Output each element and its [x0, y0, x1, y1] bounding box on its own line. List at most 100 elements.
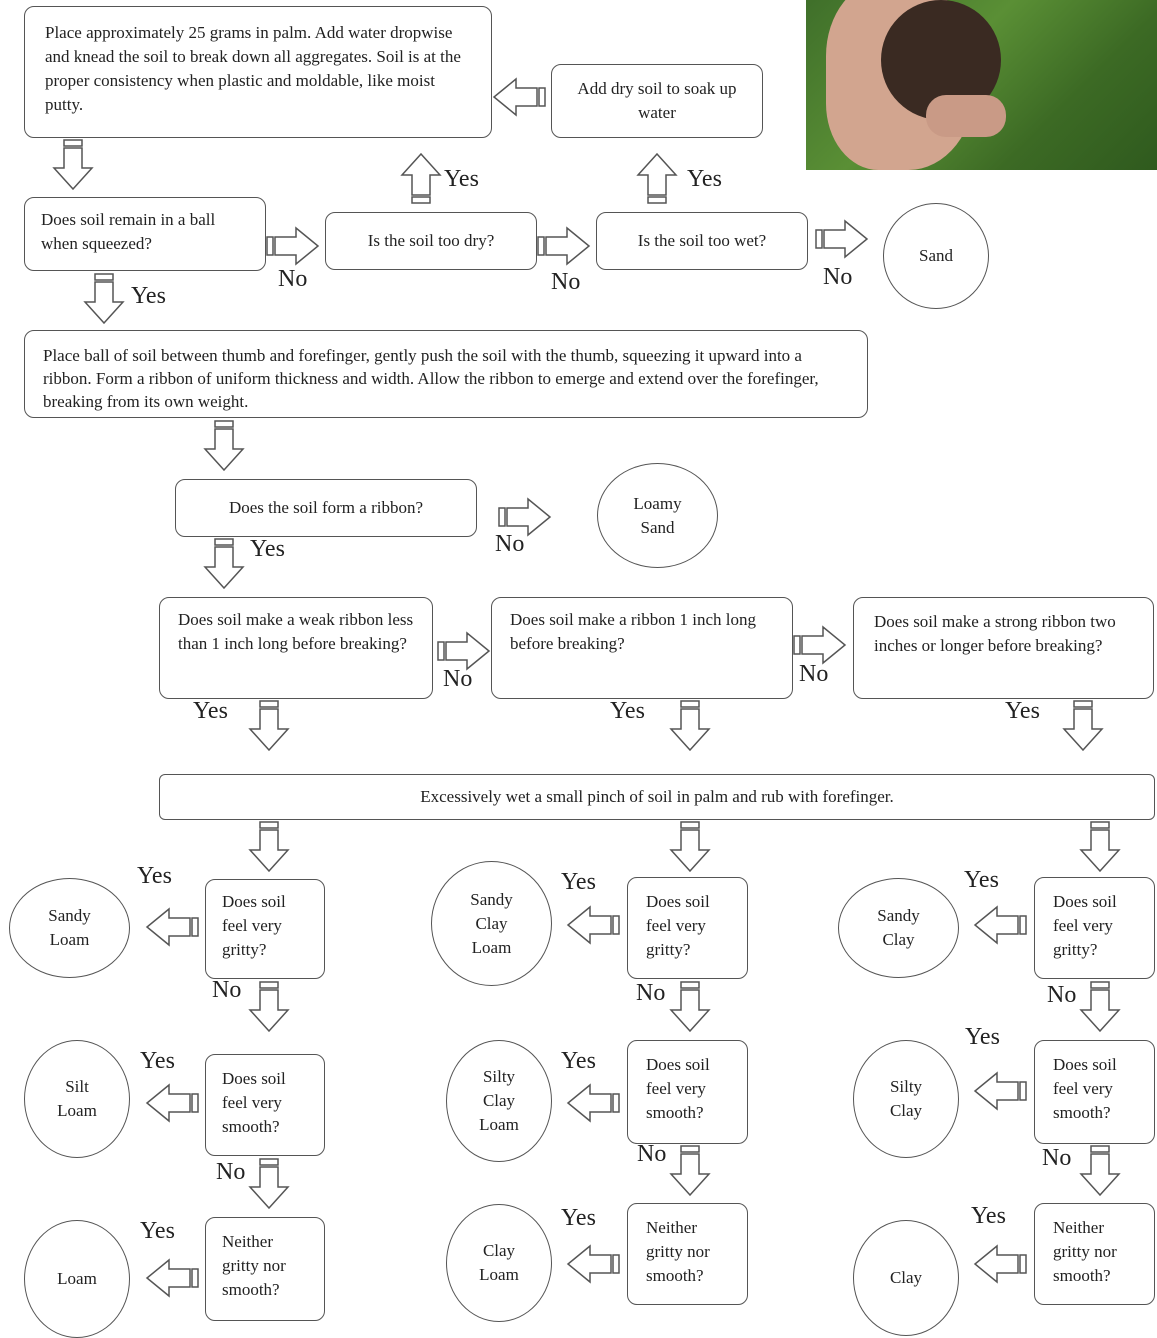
result-sandy-clay: Sandy Clay [838, 878, 959, 978]
question-strong-ribbon-text: Does soil make a strong ribbon two inche… [874, 612, 1116, 655]
no-label: No [443, 666, 473, 692]
left-arrow-icon [492, 77, 546, 117]
left-arrow-icon [973, 1071, 1027, 1111]
down-arrow-icon [248, 1158, 290, 1210]
no-label: No [1047, 982, 1077, 1008]
question-form-ribbon-text: Does the soil form a ribbon? [228, 498, 424, 517]
down-arrow-icon [52, 139, 94, 191]
yes-label: Yes [140, 1048, 175, 1074]
right-arrow-icon [815, 219, 869, 259]
question-smooth-col1: Does soil feel very smooth? [205, 1054, 325, 1156]
yes-label: Yes [964, 867, 999, 893]
down-arrow-icon [1079, 981, 1121, 1033]
yes-label: Yes [965, 1024, 1000, 1050]
no-label: No [799, 661, 829, 687]
right-arrow-icon [437, 631, 491, 671]
down-arrow-icon [83, 273, 125, 325]
yes-label: Yes [971, 1203, 1006, 1229]
question-neither-col3: Neither gritty nor smooth? [1034, 1203, 1155, 1305]
down-arrow-icon [248, 821, 290, 873]
left-arrow-icon [145, 1083, 199, 1123]
no-label: No [212, 977, 242, 1003]
down-arrow-icon [1062, 700, 1104, 752]
no-label: No [278, 266, 308, 292]
result-sand: Sand [883, 203, 989, 309]
yes-label: Yes [610, 698, 645, 724]
finger-shape [926, 95, 1006, 137]
left-arrow-icon [145, 907, 199, 947]
question-too-dry: Is the soil too dry? [325, 212, 537, 270]
yes-label: Yes [140, 1218, 175, 1244]
result-sandy-clay-loam: Sandy Clay Loam [431, 861, 552, 986]
result-clay: Clay [853, 1220, 959, 1336]
left-arrow-icon [145, 1258, 199, 1298]
result-loamy-sand: Loamy Sand [597, 463, 718, 568]
question-neither-col2: Neither gritty nor smooth? [627, 1203, 748, 1305]
no-label: No [637, 1141, 667, 1167]
question-gritty-col2: Does soil feel very gritty? [627, 877, 748, 979]
question-too-wet: Is the soil too wet? [596, 212, 808, 270]
question-neither-col1-text: Neither gritty nor smooth? [222, 1232, 286, 1299]
yes-label: Yes [561, 1048, 596, 1074]
no-label: No [1042, 1145, 1072, 1171]
question-too-dry-text: Is the soil too dry? [367, 231, 495, 250]
yes-label: Yes [444, 166, 479, 192]
question-gritty-col2-text: Does soil feel very gritty? [646, 892, 710, 959]
up-arrow-icon [400, 152, 442, 204]
down-arrow-icon [248, 981, 290, 1033]
down-arrow-icon [1079, 821, 1121, 873]
down-arrow-icon [669, 700, 711, 752]
yes-label: Yes [131, 283, 166, 309]
no-label: No [495, 531, 525, 557]
down-arrow-icon [248, 700, 290, 752]
question-smooth-col2: Does soil feel very smooth? [627, 1040, 748, 1144]
down-arrow-icon [1079, 1145, 1121, 1197]
right-arrow-icon [498, 497, 552, 537]
question-ribbon-1-inch-text: Does soil make a ribbon 1 inch long befo… [510, 610, 756, 653]
result-loam: Loam [24, 1220, 130, 1338]
yes-label: Yes [137, 863, 172, 889]
question-gritty-col3-text: Does soil feel very gritty? [1053, 892, 1117, 959]
left-arrow-icon [973, 1244, 1027, 1284]
question-ball-squeezed-text: Does soil remain in a ball when squeezed… [41, 210, 216, 253]
yes-label: Yes [561, 869, 596, 895]
question-neither-col1: Neither gritty nor smooth? [205, 1217, 325, 1321]
question-too-wet-text: Is the soil too wet? [637, 231, 767, 250]
question-strong-ribbon: Does soil make a strong ribbon two inche… [853, 597, 1154, 699]
down-arrow-icon [669, 1145, 711, 1197]
question-ribbon-1-inch: Does soil make a ribbon 1 inch long befo… [491, 597, 793, 699]
question-gritty-col1: Does soil feel very gritty? [205, 879, 325, 979]
left-arrow-icon [566, 1083, 620, 1123]
question-ball-squeezed: Does soil remain in a ball when squeezed… [24, 197, 266, 271]
question-gritty-col1-text: Does soil feel very gritty? [222, 892, 286, 959]
question-neither-col3-text: Neither gritty nor smooth? [1053, 1218, 1117, 1285]
question-neither-col2-text: Neither gritty nor smooth? [646, 1218, 710, 1285]
result-silty-clay: Silty Clay [853, 1040, 959, 1158]
result-sandy-loam: Sandy Loam [9, 878, 130, 978]
left-arrow-icon [566, 905, 620, 945]
result-silt-loam: Silt Loam [24, 1040, 130, 1158]
step-wet-pinch-text: Excessively wet a small pinch of soil in… [420, 787, 894, 806]
left-arrow-icon [566, 1244, 620, 1284]
question-smooth-col1-text: Does soil feel very smooth? [222, 1069, 286, 1136]
right-arrow-icon [266, 226, 320, 266]
yes-label: Yes [561, 1205, 596, 1231]
left-arrow-icon [973, 905, 1027, 945]
down-arrow-icon [203, 420, 245, 472]
yes-label: Yes [687, 166, 722, 192]
question-smooth-col3-text: Does soil feel very smooth? [1053, 1055, 1117, 1122]
question-form-ribbon: Does the soil form a ribbon? [175, 479, 477, 537]
question-smooth-col3: Does soil feel very smooth? [1034, 1040, 1155, 1144]
step-ribbon-instructions-text: Place ball of soil between thumb and for… [43, 346, 819, 411]
up-arrow-icon [636, 152, 678, 204]
step-knead-soil: Place approximately 25 grams in palm. Ad… [24, 6, 492, 138]
step-knead-soil-text: Place approximately 25 grams in palm. Ad… [45, 23, 461, 114]
question-weak-ribbon-text: Does soil make a weak ribbon less than 1… [178, 610, 414, 653]
right-arrow-icon [793, 625, 847, 665]
step-add-dry-soil: Add dry soil to soak up water [551, 64, 763, 138]
right-arrow-icon [537, 226, 591, 266]
no-label: No [823, 264, 853, 290]
no-label: No [636, 980, 666, 1006]
step-wet-pinch: Excessively wet a small pinch of soil in… [159, 774, 1155, 820]
question-gritty-col3: Does soil feel very gritty? [1034, 877, 1155, 979]
